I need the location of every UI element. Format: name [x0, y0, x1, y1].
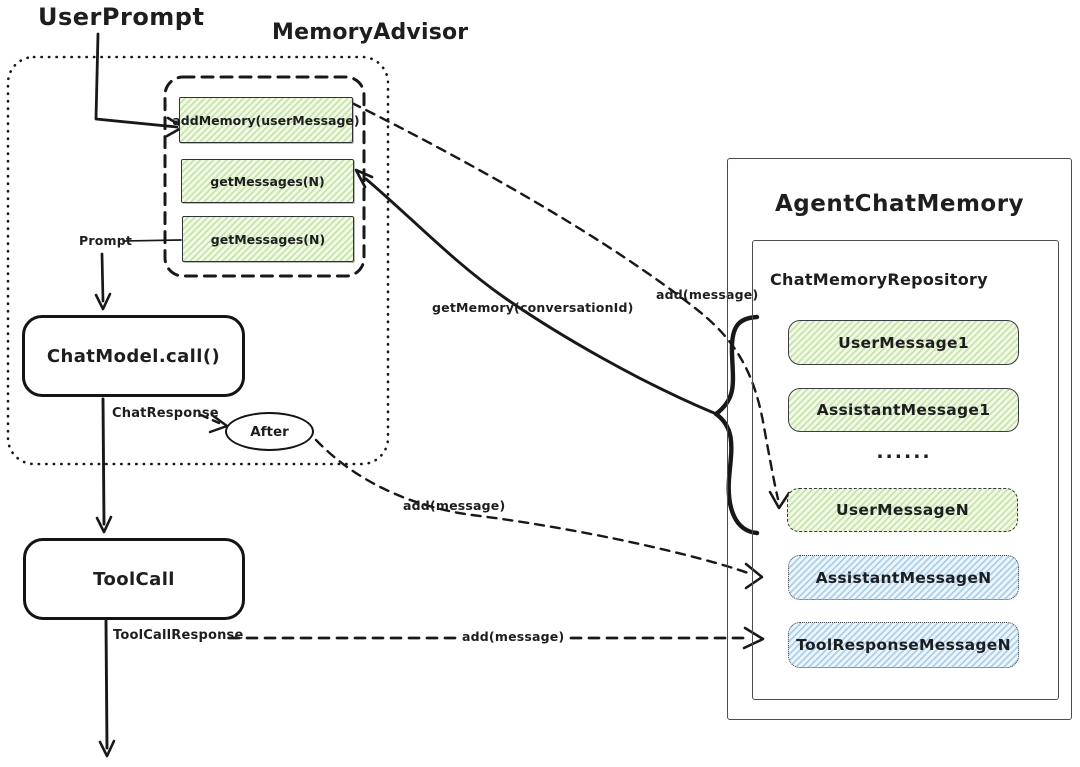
chat-model-to-tool-call-arrowhead: [97, 517, 111, 532]
after-add-message-arrowhead: [746, 564, 762, 588]
user-prompt-arrow: [96, 34, 177, 127]
advisor-methods-container: [165, 77, 364, 276]
chat-response-arrow: [201, 415, 219, 423]
edge-label-add-message-bottom: add(message): [458, 629, 569, 644]
agent-chat-memory-frame: [727, 158, 1072, 720]
edge-label-add-message-mid: add(message): [403, 498, 506, 513]
prompt-arrow: [102, 254, 103, 301]
add-memory-arrowhead: [770, 492, 789, 508]
edge-label-tool-call-response: ToolCallResponse: [113, 628, 244, 643]
prompt-connector-line: [123, 240, 181, 241]
get-memory-arrow: [366, 179, 714, 413]
edge-label-add-message-top: add(message): [656, 287, 759, 302]
tool-call-response-arrowhead: [744, 628, 763, 648]
prompt-arrowhead: [96, 294, 110, 309]
add-memory-arrow: [352, 103, 778, 499]
message-assistant-message-n: AssistantMessageN: [788, 555, 1019, 600]
user-prompt-label: UserPrompt: [38, 3, 205, 31]
message-assistant-message-1: AssistantMessage1: [788, 388, 1019, 432]
message-tool-response-message-n: ToolResponseMessageN: [788, 622, 1019, 668]
after-add-message-arrow: [316, 440, 748, 573]
chat-memory-repository-frame: [752, 240, 1059, 700]
memory-advisor-title: MemoryAdvisor: [272, 20, 469, 45]
advisor-method-add-memory: addMemory(userMessage): [172, 97, 360, 143]
tool-call-node: ToolCall: [23, 538, 245, 620]
repository-brace: [716, 317, 757, 533]
chat-model-to-tool-call-arrow: [103, 399, 104, 524]
tool-call-output-arrowhead: [100, 741, 114, 756]
message-user-message-1: UserMessage1: [788, 320, 1019, 365]
advisor-method-get-messages-1: getMessages(N): [181, 159, 354, 203]
agent-chat-memory-title: AgentChatMemory: [774, 191, 1025, 217]
tool-call-output-arrow: [106, 621, 107, 748]
edge-label-chat-response: ChatResponse: [112, 406, 219, 421]
chat-memory-repository-title: ChatMemoryRepository: [770, 270, 988, 289]
message-list-ellipsis: ......: [876, 441, 932, 463]
chat-model-node: ChatModel.call(): [22, 315, 245, 397]
edge-label-get-memory: getMemory(conversationId): [432, 300, 634, 315]
after-node: After: [225, 412, 314, 451]
memory-advisor-container: [8, 57, 388, 464]
get-memory-arrowhead: [356, 170, 372, 187]
message-user-message-n: UserMessageN: [787, 488, 1018, 532]
advisor-method-get-messages-2: getMessages(N): [182, 216, 354, 262]
edge-label-prompt: Prompt: [79, 233, 133, 248]
